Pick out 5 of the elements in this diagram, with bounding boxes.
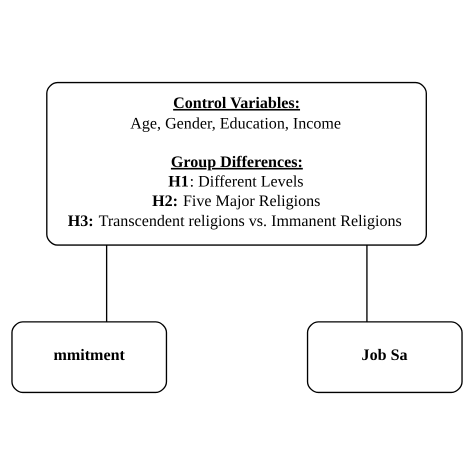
node-box: mmitment bbox=[11, 320, 168, 393]
connector bbox=[106, 244, 108, 322]
node-box: Job Sa bbox=[306, 320, 463, 393]
connector bbox=[366, 244, 368, 322]
node-box: Control Variables: Age, Gender, Education, Income Group Differences: H1: Different Levels H2: Five Major Religions H3: Transcendent religions vs. Immanent Religions bbox=[46, 81, 427, 246]
